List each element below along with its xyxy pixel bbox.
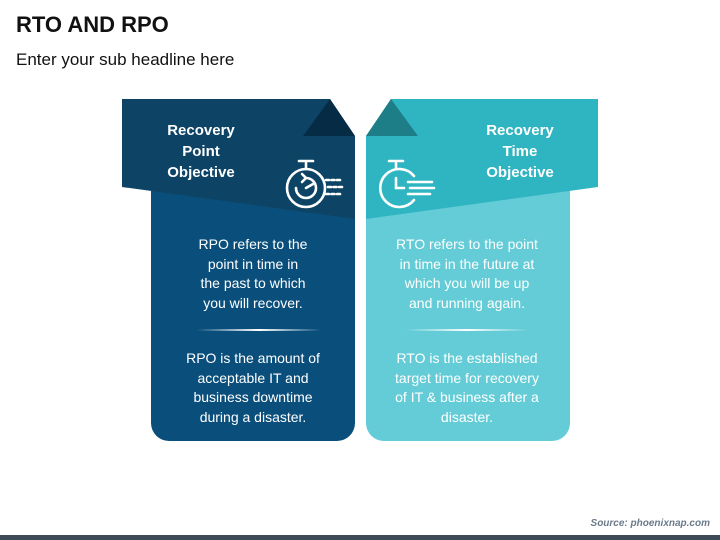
rto-heading-line: Recovery xyxy=(486,122,554,139)
text-line: business downtime xyxy=(193,389,313,405)
text-line: you will recover. xyxy=(203,294,303,311)
text-line: in time in the future at xyxy=(399,255,535,272)
text-line: RPO refers to the xyxy=(198,236,308,252)
stopwatch-fast-icon xyxy=(378,159,436,209)
rpo-heading: Recovery Point Objective xyxy=(141,120,261,183)
text-line: and running again. xyxy=(409,294,525,311)
text-line: point in time in xyxy=(207,255,299,272)
text-line: during a disaster. xyxy=(199,408,307,425)
rto-definition: RTO refers to the point in time in the f… xyxy=(372,235,562,313)
text-line: of IT & business after a xyxy=(395,389,539,405)
rto-heading-line: Time xyxy=(502,143,538,160)
text-line: RPO is the amount of xyxy=(186,350,320,366)
rpo-heading-line: Point xyxy=(182,143,220,160)
rpo-divider xyxy=(197,329,321,331)
text-line: the past to which xyxy=(200,275,306,291)
rto-heading: Recovery Time Objective xyxy=(460,120,580,183)
footer-bar xyxy=(0,535,720,540)
text-line: disaster. xyxy=(440,408,494,425)
text-line: RTO is the established xyxy=(396,350,538,366)
text-line: RTO refers to the point xyxy=(396,236,538,252)
text-line: target time for recovery xyxy=(395,369,539,386)
rpo-definition: RPO refers to the point in time in the p… xyxy=(158,235,348,313)
rpo-heading-line: Objective xyxy=(167,164,235,181)
source-credit: Source: phoenixnap.com xyxy=(590,518,710,529)
page-subtitle: Enter your sub headline here xyxy=(16,50,235,69)
rpo-detail: RPO is the amount of acceptable IT and b… xyxy=(158,349,348,427)
text-line: acceptable IT and xyxy=(197,369,309,386)
stopwatch-reverse-icon xyxy=(285,159,346,209)
page-title: RTO AND RPO xyxy=(16,12,169,37)
rto-heading-line: Objective xyxy=(486,164,554,181)
rto-divider xyxy=(405,329,529,331)
rpo-heading-line: Recovery xyxy=(167,122,235,139)
text-line: which you will be up xyxy=(404,275,530,291)
rto-detail: RTO is the established target time for r… xyxy=(372,349,562,427)
